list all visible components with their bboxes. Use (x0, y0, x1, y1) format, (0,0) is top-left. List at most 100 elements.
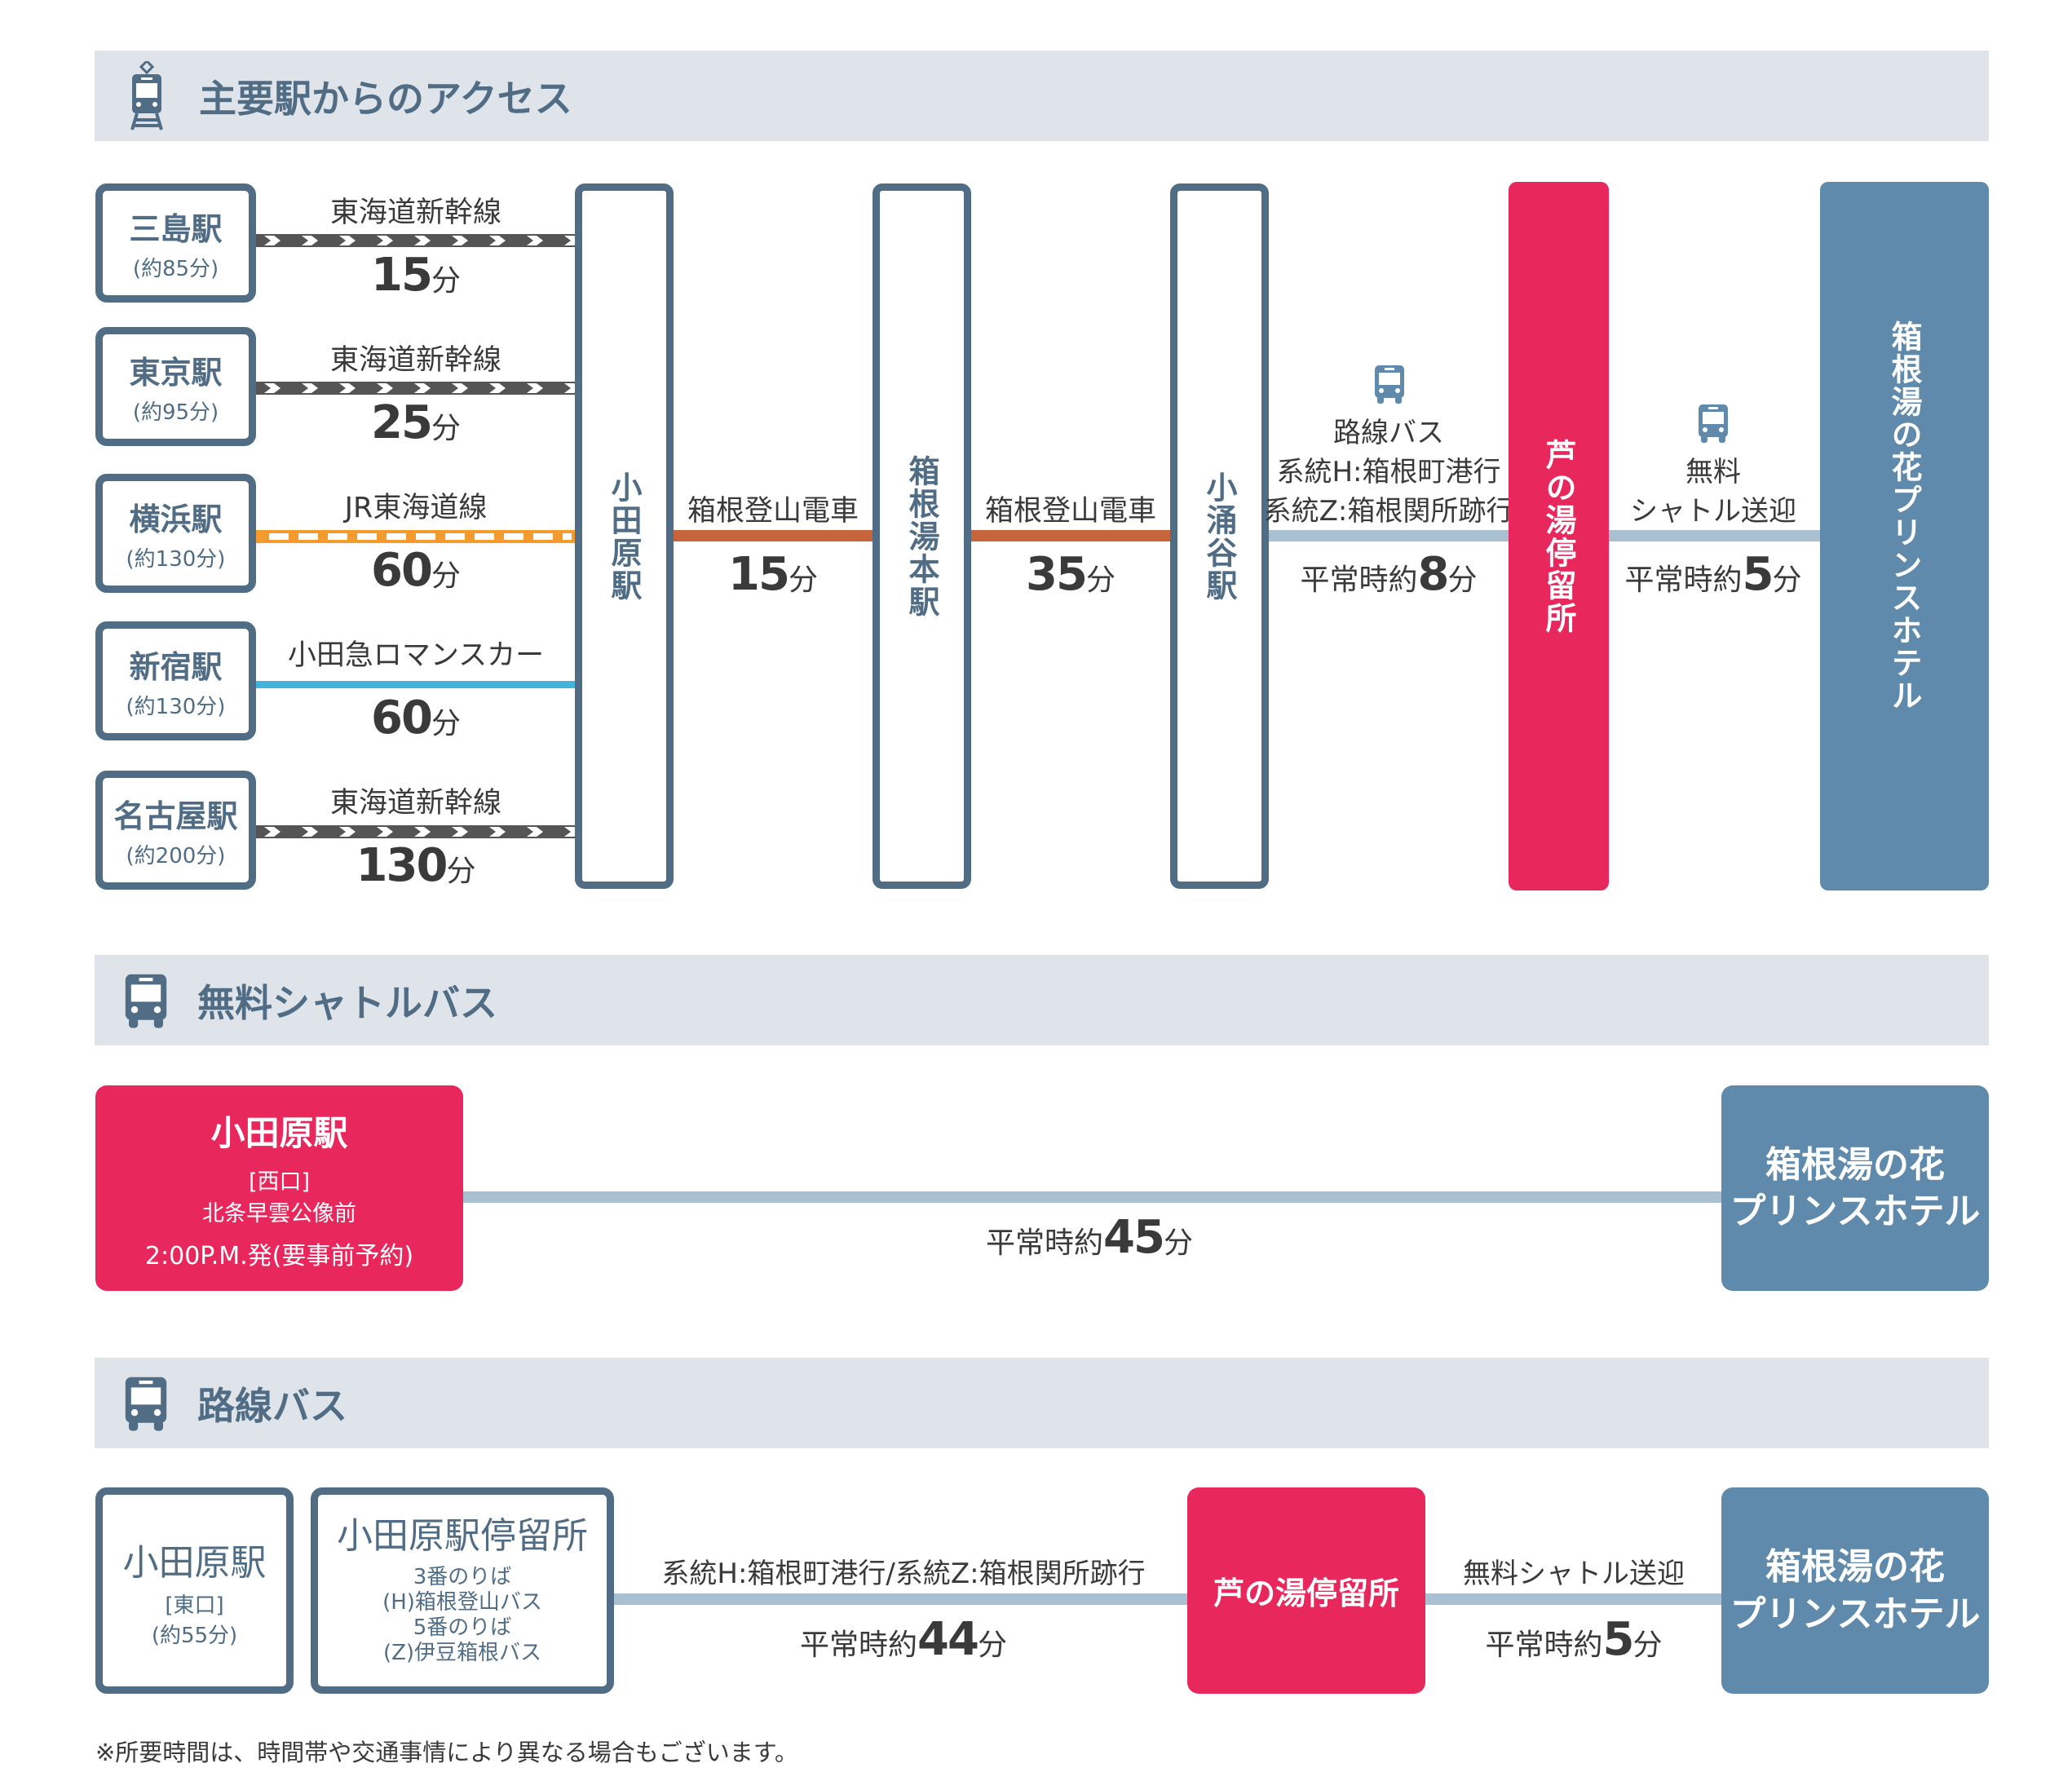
station-name: 小涌谷駅 (1201, 471, 1237, 602)
time-value: 44 (917, 1613, 979, 1666)
stop-name: 芦の湯停留所 (1540, 438, 1576, 634)
total-time: (約85分) (132, 257, 219, 281)
station-box-tokyo: 東京駅 (約95分) (95, 327, 256, 446)
line-label: JR東海道線 (344, 492, 488, 524)
stop-name: 小田原駅停留所 (337, 1514, 588, 1557)
time-unit: 分 (1772, 563, 1802, 597)
total-time: (約95分) (132, 400, 219, 425)
bus-icon (1697, 403, 1730, 444)
station-name: 小田原駅 (210, 1112, 348, 1153)
odakyu-line (256, 681, 575, 688)
travel-time: 15分 (728, 548, 818, 601)
time-value: 15 (728, 548, 790, 601)
section-title: 路線バス (197, 1383, 347, 1428)
tozan-line-1 (674, 530, 873, 541)
time-value: 15 (371, 249, 433, 302)
time-prefix: 平常時約 (1624, 563, 1743, 597)
odawara-bus-stop-box: 小田原駅停留所 3番のりば (H)箱根登山バス 5番のりば (Z)伊豆箱根バス (311, 1487, 614, 1694)
time-prefix: 平常時約 (986, 1226, 1104, 1260)
line-label: 系統H:箱根町港行/系統Z:箱根関所跡行 (661, 1558, 1146, 1590)
exit-label: [東口] (165, 1593, 224, 1618)
stop-name: 芦の湯停留所 (1213, 1576, 1399, 1611)
bus-company: (H)箱根登山バス (382, 1589, 542, 1615)
route-bus-line (1269, 530, 1509, 541)
travel-time: 130分 (356, 839, 476, 892)
total-time: (約200分) (126, 844, 226, 868)
station-name: 小田原駅 (606, 471, 642, 602)
station-name: 小田原駅 (122, 1541, 267, 1584)
section-header-access: 主要駅からのアクセス (95, 51, 1989, 141)
time-unit: 分 (1085, 563, 1116, 597)
time-value: 60 (371, 692, 433, 745)
bus-icon (122, 1375, 170, 1432)
station-name: 名古屋駅 (113, 798, 238, 834)
hotel-name: 箱根湯の花 (1765, 1546, 1945, 1589)
time-unit: 分 (1163, 1226, 1193, 1260)
time-unit: 分 (431, 412, 461, 445)
time-value: 35 (1026, 548, 1088, 601)
time-unit: 分 (788, 563, 818, 597)
time-value: 130 (356, 839, 448, 892)
bus-hotel-box: 箱根湯の花プリンスホテル (1721, 1487, 1989, 1694)
shuttle-hotel-box: 箱根湯の花プリンスホテル (1721, 1085, 1989, 1291)
exit-label: [西口] (248, 1169, 311, 1195)
time-unit: 分 (431, 559, 461, 593)
line-label: 路線バス (1333, 417, 1444, 449)
travel-time: 60分 (371, 544, 461, 597)
time-unit: 分 (1447, 563, 1478, 597)
time-value: 25 (371, 396, 433, 449)
time-prefix: 平常時約 (800, 1629, 918, 1662)
ashinoyu-stop-box: 芦の湯停留所 (1187, 1487, 1425, 1694)
travel-time: 35分 (1026, 548, 1116, 601)
departure-time: 2:00P.M.発(要事前予約) (144, 1241, 414, 1271)
station-box-nagoya: 名古屋駅 (約200分) (95, 771, 256, 890)
line-label: 無料シャトル送迎 (1463, 1558, 1685, 1590)
line-label: シャトル送迎 (1630, 495, 1796, 528)
jr-tokaido-line (256, 530, 575, 543)
station-name: 東京駅 (129, 355, 223, 391)
line-label: 箱根登山電車 (984, 495, 1157, 528)
shuttle-origin-box: 小田原駅 [西口] 北条早雲公像前 2:00P.M.発(要事前予約) (95, 1085, 463, 1291)
shuttle-route-line (463, 1191, 1721, 1203)
shinkansen-line (256, 234, 575, 247)
station-box-shinjuku: 新宿駅(約130分) (95, 621, 256, 740)
hotel-column: 箱根湯の花プリンスホテル (1820, 182, 1989, 890)
travel-time: 平常時約5分 (1625, 548, 1802, 601)
train-icon (130, 60, 163, 130)
hotel-name: 箱根湯の花プリンスホテル (1886, 320, 1922, 712)
section-title: 主要駅からのアクセス (199, 76, 572, 121)
shinkansen-line (256, 382, 575, 395)
travel-time: 平常時約45分 (986, 1211, 1193, 1264)
time-prefix: 平常時約 (1300, 563, 1418, 597)
line-label: 東海道新幹線 (329, 197, 502, 229)
time-value: 8 (1417, 548, 1450, 601)
station-name: 新宿駅 (129, 649, 223, 685)
platform: 3番のりば (413, 1564, 512, 1589)
time-prefix: 平常時約 (1485, 1629, 1603, 1662)
travel-time: 60分 (371, 692, 461, 745)
line-label: 箱根登山電車 (687, 495, 859, 528)
station-box-mishima: 三島駅(約85分) (95, 183, 256, 303)
station-name: 箱根湯本駅 (903, 454, 939, 618)
shuttle-line (1609, 530, 1820, 541)
line-label: 東海道新幹線 (329, 344, 502, 377)
platform: 5番のりば (413, 1615, 512, 1640)
travel-time: 25分 (371, 396, 461, 449)
time-unit: 分 (431, 707, 461, 740)
ashinoyu-stop-column: 芦の湯停留所 (1509, 182, 1609, 890)
time-value: 5 (1742, 548, 1774, 601)
bus-route-line (614, 1593, 1721, 1605)
total-time: (約130分) (126, 547, 226, 572)
time-unit: 分 (977, 1629, 1007, 1662)
line-label: 無料 (1685, 456, 1741, 488)
travel-time: 平常時約5分 (1486, 1613, 1663, 1666)
time-unit: 分 (446, 855, 476, 888)
bus-company: (Z)伊豆箱根バス (382, 1641, 542, 1666)
section-header-route-bus: 路線バス (95, 1358, 1989, 1448)
hakone-yumoto-column: 箱根湯本駅 (873, 183, 971, 889)
time-unit: 分 (1632, 1629, 1663, 1662)
time-value: 60 (371, 544, 433, 597)
bus-icon (1373, 364, 1406, 404)
odawara-east-box: 小田原駅 [東口] (約55分) (95, 1487, 294, 1694)
footnote: ※所要時間は、時間帯や交通事情により異なる場合もございます。 (95, 1739, 798, 1766)
